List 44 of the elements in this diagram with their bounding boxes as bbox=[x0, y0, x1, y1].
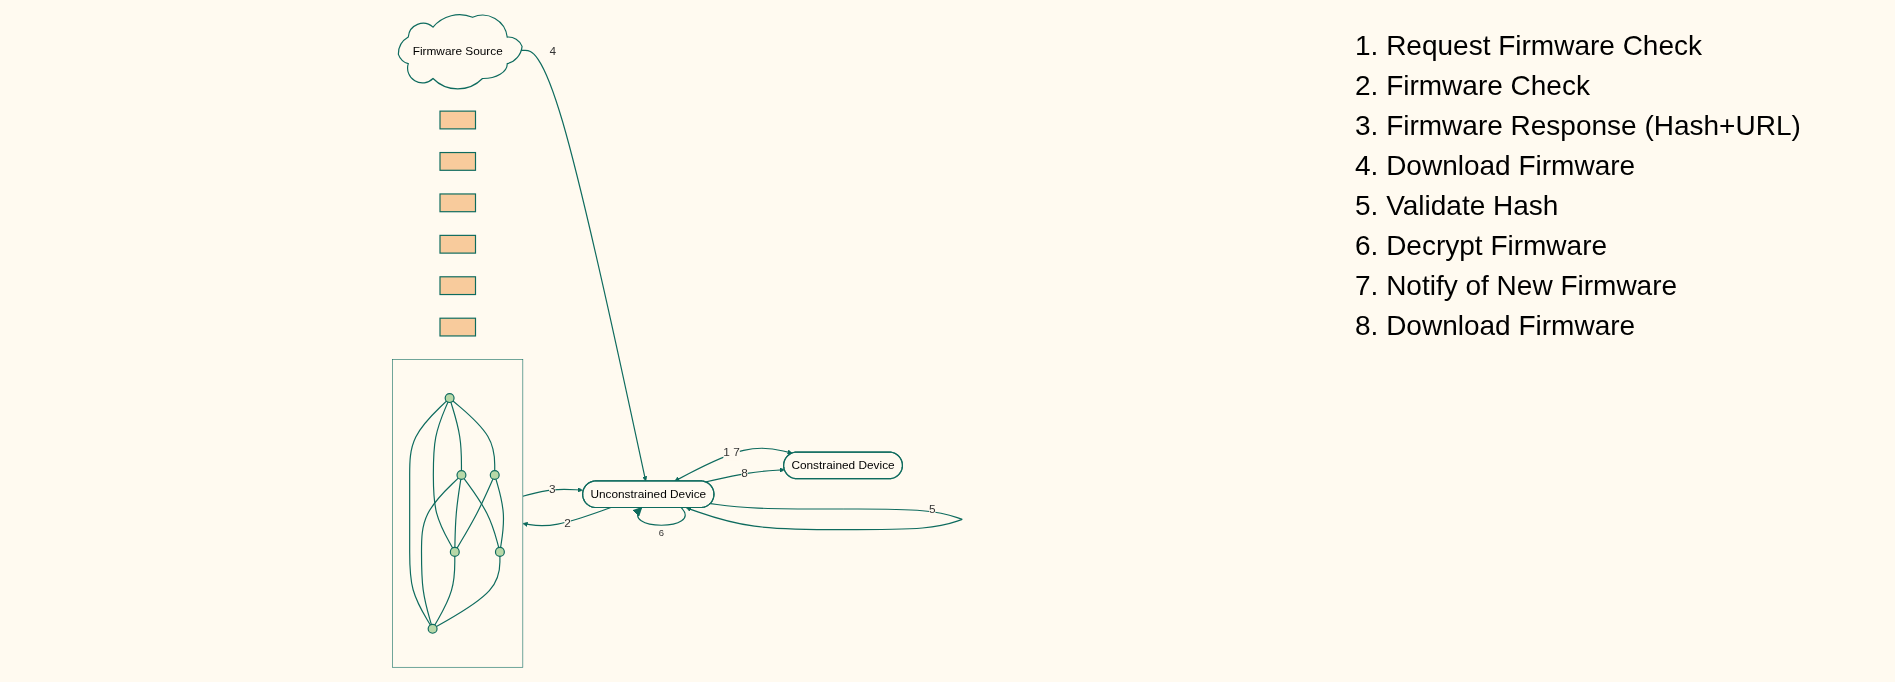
node-circle bbox=[494, 546, 505, 557]
step-note: 2. Firmware Check bbox=[1355, 70, 1591, 102]
connector bbox=[409, 400, 447, 626]
node-circle bbox=[449, 546, 460, 557]
connector bbox=[420, 477, 459, 626]
edge-label: 1 7 bbox=[723, 444, 740, 458]
edge-label: 8 bbox=[741, 466, 748, 480]
node-circle bbox=[456, 469, 467, 480]
node-box bbox=[439, 234, 477, 254]
cluster bbox=[392, 359, 524, 668]
connector bbox=[435, 555, 501, 628]
connector bbox=[456, 478, 494, 549]
step-note: 4. Download Firmware bbox=[1355, 150, 1637, 182]
edge-label: 3 bbox=[548, 481, 556, 495]
node-circle bbox=[444, 393, 455, 404]
arrow bbox=[686, 503, 963, 531]
connector bbox=[434, 555, 456, 626]
loop-arrow bbox=[633, 506, 686, 526]
node-box bbox=[439, 110, 477, 130]
node-box bbox=[439, 151, 477, 171]
step-note: 3. Firmware Response (Hash+URL) bbox=[1355, 110, 1802, 142]
edge-label: 2 bbox=[564, 516, 571, 530]
connector bbox=[432, 401, 454, 549]
edge-label: 5 bbox=[929, 502, 936, 516]
step-note: 5. Validate Hash bbox=[1355, 190, 1560, 222]
step-note: 6. Decrypt Firmware bbox=[1355, 230, 1609, 262]
node-circle bbox=[489, 469, 500, 480]
arrow bbox=[674, 447, 793, 482]
connector bbox=[452, 400, 496, 472]
node-box bbox=[439, 317, 477, 337]
step-note: 7. Notify of New Firmware bbox=[1355, 270, 1679, 302]
node-box bbox=[439, 193, 477, 213]
connector bbox=[450, 401, 463, 472]
node-box bbox=[439, 276, 477, 296]
connector bbox=[454, 478, 462, 549]
step-note: 1. Request Firmware Check bbox=[1355, 30, 1703, 62]
connector bbox=[463, 478, 500, 549]
arrow bbox=[704, 467, 785, 483]
node-circle bbox=[427, 623, 438, 634]
arrow bbox=[522, 487, 583, 497]
step-note: 8. Download Firmware bbox=[1355, 310, 1637, 342]
edge-label: 4 bbox=[549, 43, 557, 57]
edge-label: 6 bbox=[658, 526, 665, 538]
connector bbox=[495, 478, 505, 549]
